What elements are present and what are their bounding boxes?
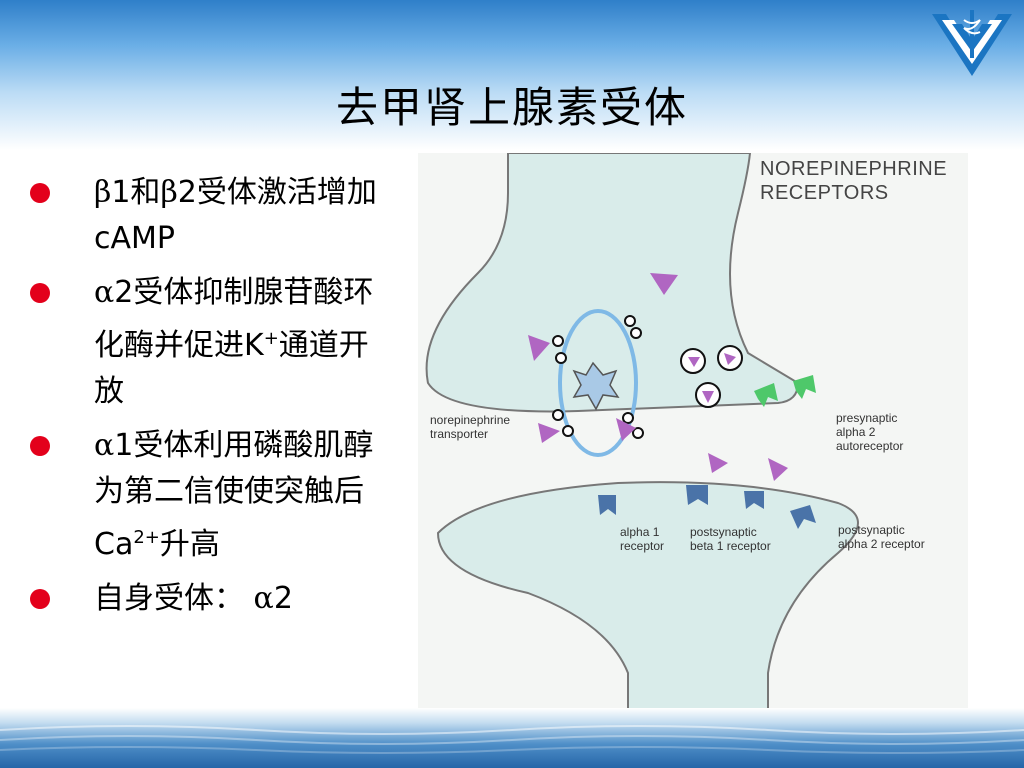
bullet-item: α1受体利用磷酸肌醇为第二信使使突触后Ca2+升高 — [30, 423, 390, 568]
university-logo-icon — [932, 10, 1012, 76]
page-title: 去甲肾上腺素受体 — [335, 83, 688, 132]
label-line: postsynaptic — [690, 525, 757, 539]
figure-title-line: RECEPTORS — [760, 182, 889, 204]
figure-title-line: NOREPINEPHRINE — [760, 158, 948, 180]
greek-letter: α — [94, 428, 115, 463]
vesicle-transmitter — [724, 353, 736, 365]
label-line: transporter — [430, 427, 489, 441]
label-line: alpha 2 receptor — [838, 537, 925, 551]
postsynaptic-receptor — [598, 485, 816, 529]
bullet-text: 2受体激活增加cAMP — [94, 175, 377, 256]
figure-title: NOREPINEPHRINE RECEPTORS — [760, 157, 947, 205]
bullet-dot-icon — [30, 589, 50, 609]
synapse-diagram — [425, 153, 859, 725]
footer-band — [0, 708, 1024, 768]
label-beta1: postsynaptic beta 1 receptor — [690, 525, 771, 553]
bullet-item: α2受体抑制腺苷酸环化酶并促进K+通道开放 — [30, 270, 390, 415]
bullet-text: 2受体抑制腺苷酸环化酶并促进K — [94, 275, 374, 363]
label-presynaptic-alpha2: presynaptic alpha 2 autoreceptor — [836, 411, 903, 453]
vesicle-transmitter — [688, 357, 700, 367]
label-transporter: norepinephrine transporter — [430, 413, 510, 441]
superscript: + — [263, 328, 279, 349]
greek-letter: α — [94, 275, 115, 310]
label-line: norepinephrine — [430, 413, 511, 427]
bullet-item: β1和β2受体激活增加cAMP — [30, 170, 390, 262]
wave-pattern — [0, 725, 1024, 754]
synapse-figure: NOREPINEPHRINE RECEPTORS norepinephrine … — [418, 153, 968, 725]
star-vesicle — [572, 361, 620, 411]
bullet-text: 1受体利用磷酸肌醇为第二信使使突触后Ca — [94, 428, 374, 562]
bullet-list: β1和β2受体激活增加cAMP α2受体抑制腺苷酸环化酶并促进K+通道开放 α1… — [30, 170, 390, 630]
greek-letter: β — [160, 175, 178, 210]
bullet-dot-icon — [30, 436, 50, 456]
bullet-text: 升高 — [159, 527, 220, 562]
transporter-ring — [558, 309, 638, 457]
label-alpha1: alpha 1 receptor — [620, 525, 664, 553]
superscript: 2+ — [133, 527, 160, 548]
label-line: beta 1 receptor — [690, 539, 771, 553]
label-line: autoreceptor — [836, 439, 904, 453]
greek-letter: α — [253, 581, 274, 616]
postsynaptic-neuron — [436, 481, 859, 725]
bullet-item: 自身受体： α2 — [30, 576, 390, 622]
bullet-text: 2 — [273, 581, 293, 616]
norepinephrine-molecule — [528, 273, 788, 481]
transporter-complex — [552, 315, 644, 439]
label-line: alpha 2 — [836, 425, 876, 439]
label-line: postsynaptic — [838, 523, 905, 537]
bullet-text: 自身受体： — [94, 581, 244, 616]
bullet-dot-icon — [30, 283, 50, 303]
label-line: receptor — [620, 539, 665, 553]
presynaptic-receptor — [754, 375, 816, 407]
header-band — [0, 0, 1024, 150]
label-line: presynaptic — [836, 411, 898, 425]
greek-letter: β — [94, 175, 112, 210]
vesicle-transmitter — [702, 391, 714, 403]
bullet-text: 1和 — [111, 175, 161, 210]
label-post-alpha2: postsynaptic alpha 2 receptor — [838, 523, 925, 551]
bullet-text: 通道开放 — [94, 328, 369, 409]
label-line: alpha 1 — [620, 525, 660, 539]
bullet-dot-icon — [30, 183, 50, 203]
